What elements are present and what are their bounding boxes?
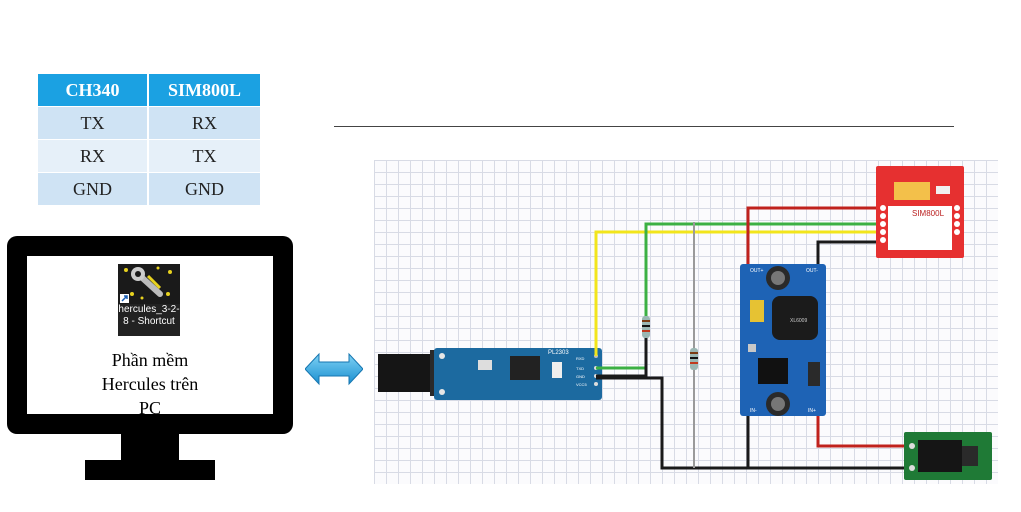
buck-pin-label: OUT+ xyxy=(750,268,764,274)
buck-pin-label: IN+ xyxy=(808,408,816,414)
pc-caption: Phần mềm Hercules trên PC xyxy=(40,348,260,420)
usb-pin-label: VCC5 xyxy=(576,382,587,387)
table-row: RX TX xyxy=(38,139,260,173)
buck-converter-board: XL6009 OUT+ OUT- IN- IN+ xyxy=(740,264,826,416)
double-arrow-icon xyxy=(305,352,363,386)
buck-pin-label: IN- xyxy=(750,408,757,414)
table-cell: TX xyxy=(38,106,149,140)
resistor xyxy=(642,316,650,338)
usb-ttl-board: PL2303 RXD TXD GND VCC5 xyxy=(434,348,602,400)
wire-yellow xyxy=(594,230,888,356)
header-ch340: CH340 xyxy=(38,74,149,107)
table-cell: RX xyxy=(38,139,149,173)
wire-black xyxy=(816,240,888,268)
resistor xyxy=(690,348,698,370)
header-sim800l: SIM800L xyxy=(148,74,260,107)
caption-line: Hercules trên xyxy=(101,374,199,394)
monitor-base xyxy=(85,460,215,480)
caption-line: PC xyxy=(138,398,162,418)
wire-red xyxy=(816,412,910,448)
wrench-icon xyxy=(118,264,180,304)
usb-pin-label: GND xyxy=(576,374,585,379)
table-cell: GND xyxy=(38,172,149,205)
table-cell: RX xyxy=(148,106,260,140)
icon-label: hercules_3-2-8 - Shortcut xyxy=(118,304,180,327)
wire-black xyxy=(596,376,910,470)
monitor-stand xyxy=(121,434,179,460)
usb-plug xyxy=(378,350,438,396)
pin-table: CH340 SIM800L TX RX RX TX GND GND xyxy=(38,74,260,205)
usb-chip-label: PL2303 xyxy=(548,350,569,356)
table-row: GND GND xyxy=(38,172,260,205)
power-jack xyxy=(904,432,992,480)
table-cell: TX xyxy=(148,139,260,173)
caption-line: Phần mềm xyxy=(111,350,189,370)
table-cell: GND xyxy=(148,172,260,205)
table-row: TX RX xyxy=(38,106,260,140)
wire-green xyxy=(596,222,888,370)
buck-pin-label: OUT- xyxy=(806,268,818,274)
table-header-row: CH340 SIM800L xyxy=(38,74,260,107)
sim800l-module: SIM800L xyxy=(876,166,964,258)
divider-line xyxy=(334,126,954,127)
usb-pin-label: RXD xyxy=(576,356,585,361)
sim-label: SIM800L xyxy=(912,209,945,218)
buck-chip-label: XL6009 xyxy=(790,318,807,324)
hercules-app-icon[interactable]: hercules_3-2-8 - Shortcut xyxy=(118,264,180,336)
usb-pin-label: TXD xyxy=(576,366,584,371)
wire-red xyxy=(746,206,888,268)
